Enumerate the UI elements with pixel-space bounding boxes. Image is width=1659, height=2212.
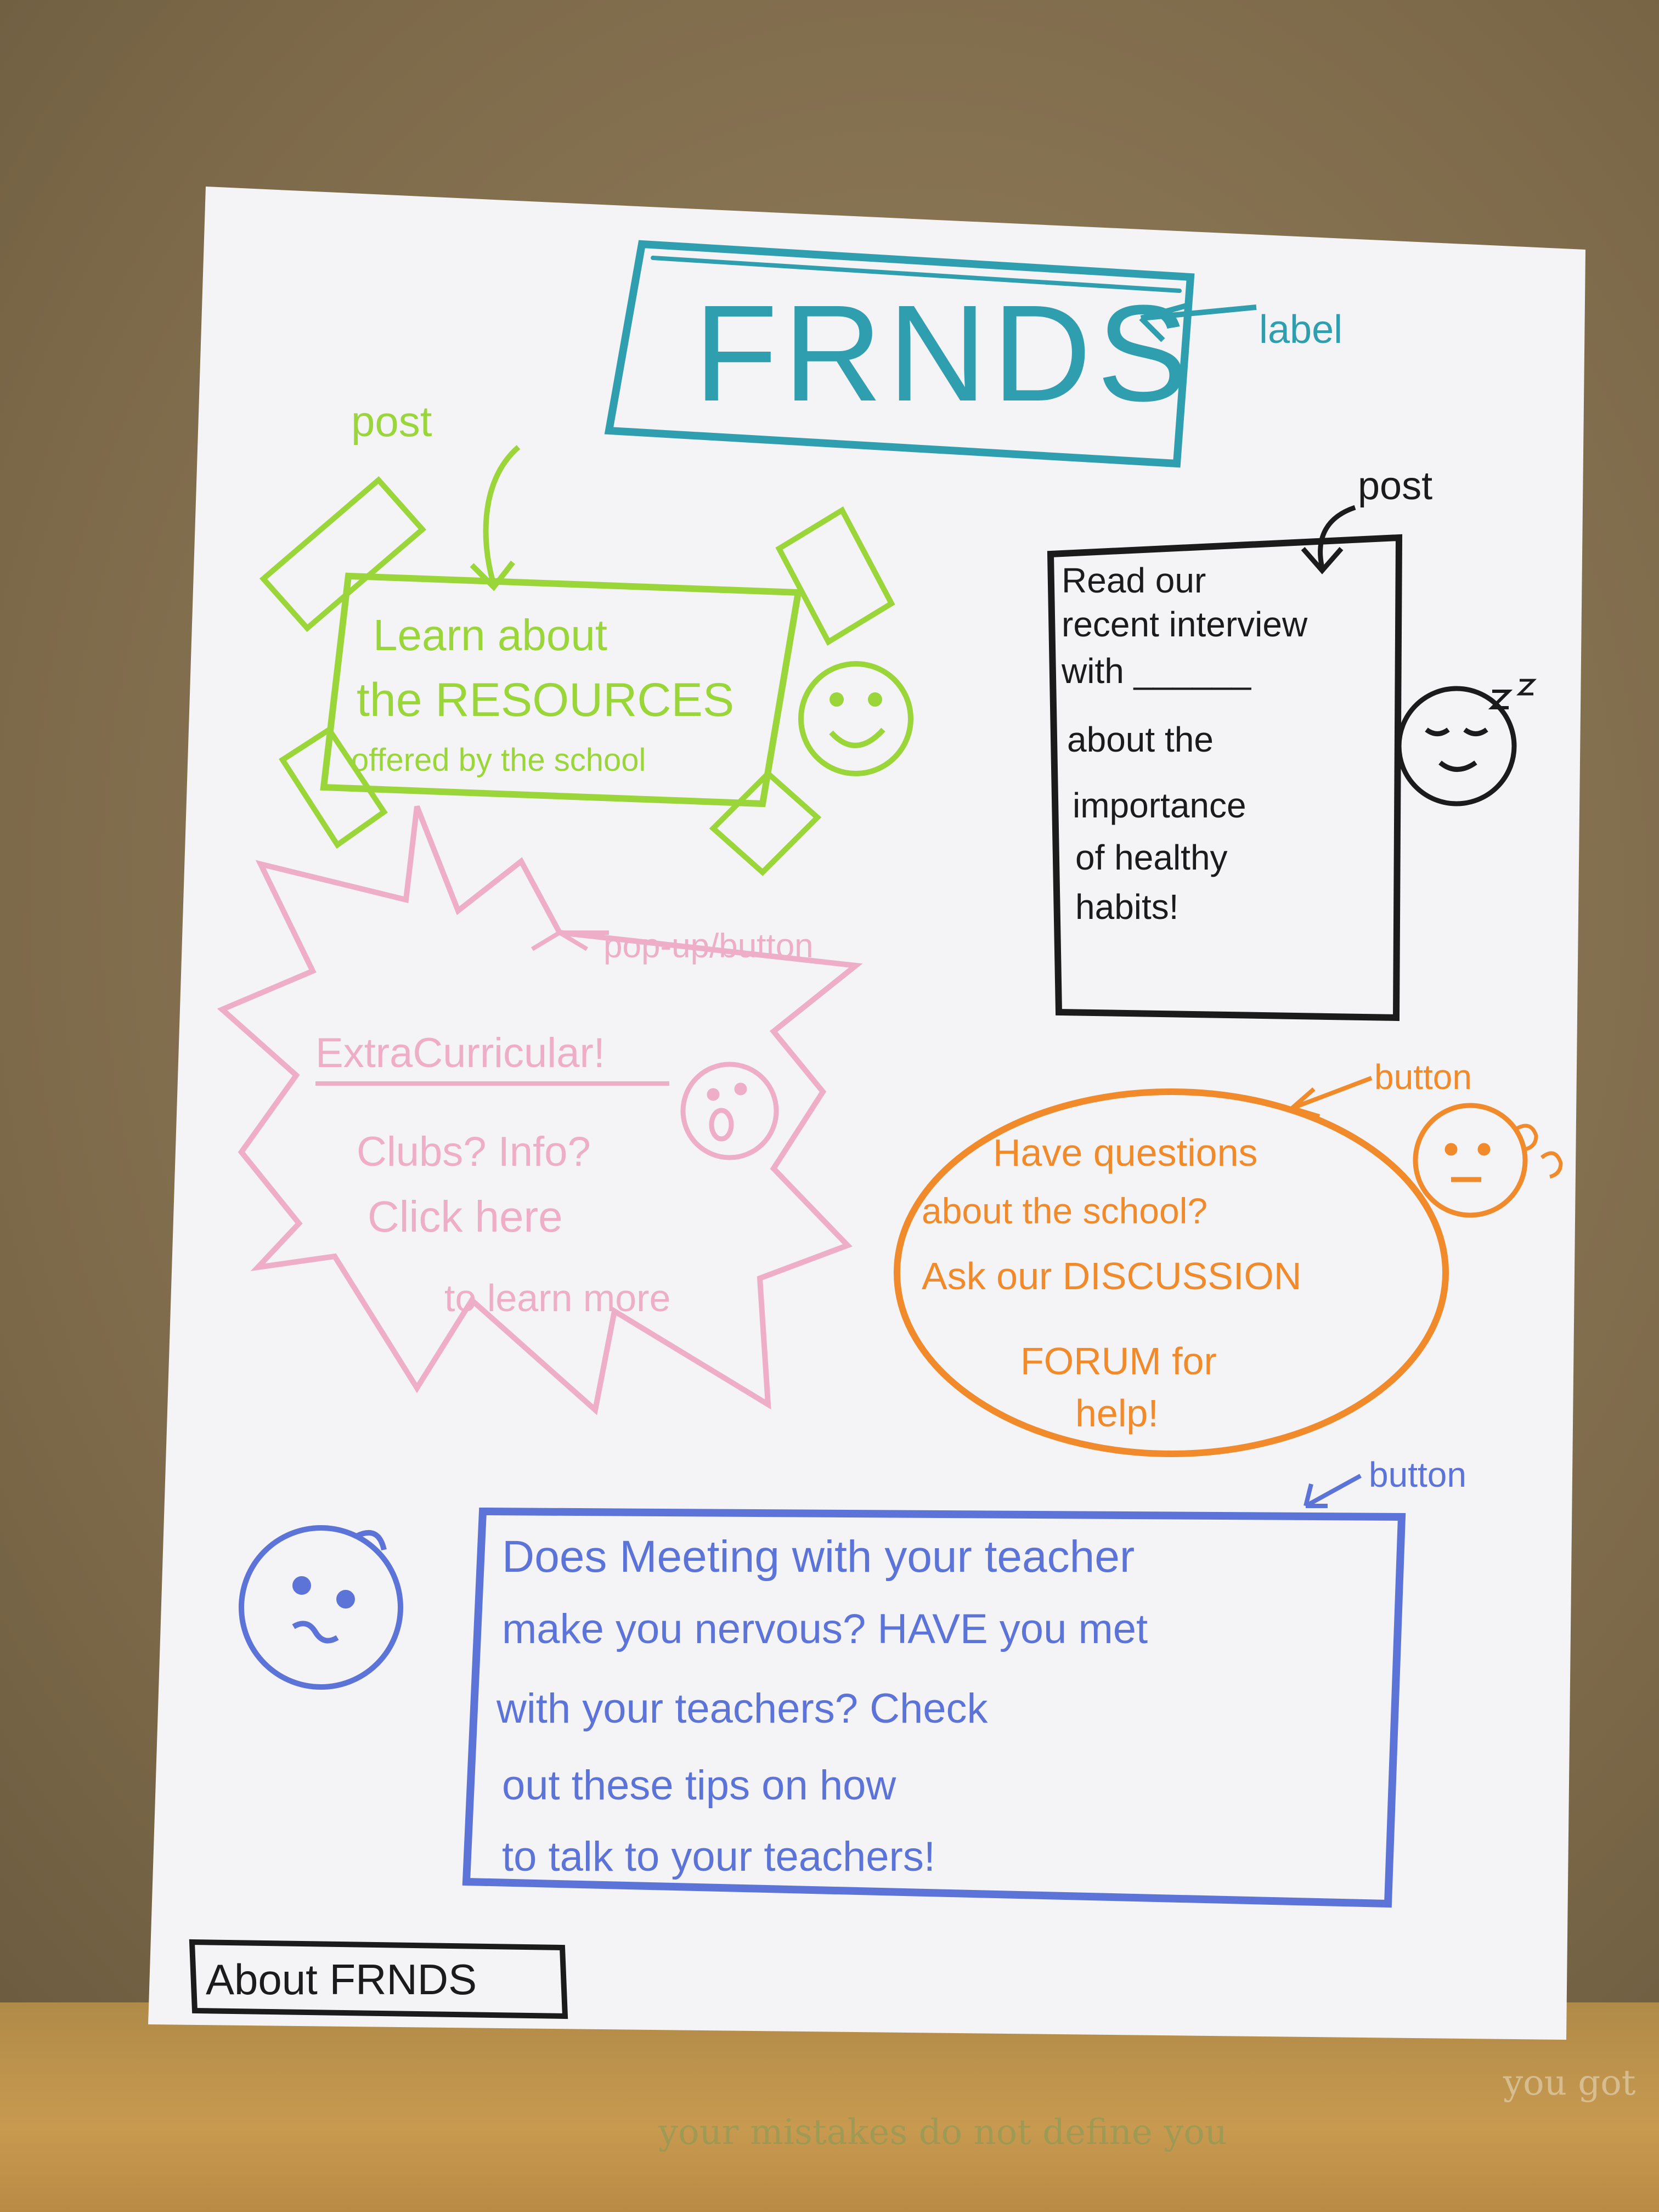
extracurricular-line-3: to learn more: [444, 1277, 670, 1319]
label-arrow: [1139, 302, 1257, 342]
teachers-line-2: make you nervous? HAVE you met: [502, 1606, 1148, 1652]
forum-button[interactable]: Have questions about the school? Ask our…: [894, 1088, 1449, 1457]
interview-post[interactable]: Read our recent interview with ______ ab…: [1047, 534, 1403, 1022]
tape-top-right: [775, 506, 895, 646]
teachers-line-3: with your teachers? Check: [496, 1685, 989, 1732]
extracurricular-line-2: Click here: [368, 1192, 563, 1241]
interview-line-3: with ______: [1061, 651, 1252, 691]
logo-text: FRNDS: [694, 276, 1194, 430]
post-arrow-right: [1301, 505, 1356, 574]
tape-bottom-left: [279, 726, 388, 849]
logo-box-inner: [651, 256, 1182, 293]
teachers-line-1: Does Meeting with your teacher: [502, 1532, 1135, 1582]
label-annotation: label: [1259, 308, 1342, 352]
about-frnds-button[interactable]: About FRNDS: [189, 1939, 568, 2019]
teachers-line-5: to talk to your teachers!: [502, 1833, 935, 1880]
worried-face-icon: [239, 1525, 403, 1690]
resources-line-3: offered by the school: [351, 742, 646, 778]
interview-line-2: recent interview: [1062, 605, 1308, 644]
extracurricular-title: ExtraCurricular!: [315, 1030, 605, 1076]
button-annotation-blue: button: [1369, 1455, 1466, 1494]
about-button-border: [189, 1939, 568, 2019]
logo-label: [604, 240, 1195, 468]
resources-post-border: [320, 572, 803, 808]
teachers-button-border: [462, 1507, 1406, 1908]
interview-line-1: Read our: [1062, 561, 1206, 600]
about-button-label: About FRNDS: [206, 1955, 477, 2004]
post-annotation-right: post: [1358, 464, 1432, 508]
paper-sheet: [148, 187, 1585, 2040]
post-arrow-left: [470, 445, 521, 591]
popup-arrow: [531, 930, 609, 951]
resources-post[interactable]: Learn about the RESOURCES offered by the…: [259, 476, 895, 876]
button-arrow-blue: [1304, 1474, 1362, 1508]
forum-button-circle: [894, 1088, 1449, 1457]
burst-shape: [217, 805, 863, 1415]
table-writing-1: your mistakes do not define you: [658, 2112, 1228, 2153]
smiley-face-icon: [798, 661, 913, 776]
interview-line-4: about the: [1067, 720, 1214, 759]
teachers-tips-button[interactable]: Does Meeting with your teacher make you …: [462, 1507, 1406, 1908]
forum-line-3: Ask our DISCUSSION: [922, 1255, 1301, 1297]
extracurricular-popup[interactable]: ExtraCurricular! Clubs? Info? Click here…: [217, 805, 863, 1415]
resources-line-1: Learn about: [373, 611, 607, 659]
table-writing-2: you got: [1503, 2063, 1636, 2103]
tape-top-left: [259, 476, 427, 632]
popup-button-annotation: pop-up/button: [603, 927, 814, 965]
surprised-face-icon: [680, 1062, 779, 1160]
forum-line-2: about the school?: [922, 1190, 1207, 1231]
interview-line-7: habits!: [1075, 887, 1179, 927]
button-annotation-orange: button: [1374, 1057, 1472, 1097]
interview-post-border: [1047, 534, 1403, 1022]
resources-line-2: the RESOURCES: [357, 674, 734, 726]
post-annotation-left: post: [351, 397, 432, 445]
logo-box: [604, 240, 1195, 468]
confused-face-icon: [1413, 1103, 1563, 1218]
interview-line-6: of healthy: [1075, 838, 1228, 877]
sleepy-face-icon: [1396, 679, 1537, 806]
tape-bottom-right: [709, 770, 822, 876]
interview-line-5: importance: [1073, 786, 1246, 825]
teachers-line-4: out these tips on how: [502, 1762, 896, 1809]
forum-line-5: help!: [1075, 1392, 1159, 1435]
forum-line-4: FORUM for: [1020, 1340, 1217, 1383]
forum-line-1: Have questions: [993, 1131, 1258, 1174]
extracurricular-line-1: Clubs? Info?: [357, 1128, 591, 1175]
